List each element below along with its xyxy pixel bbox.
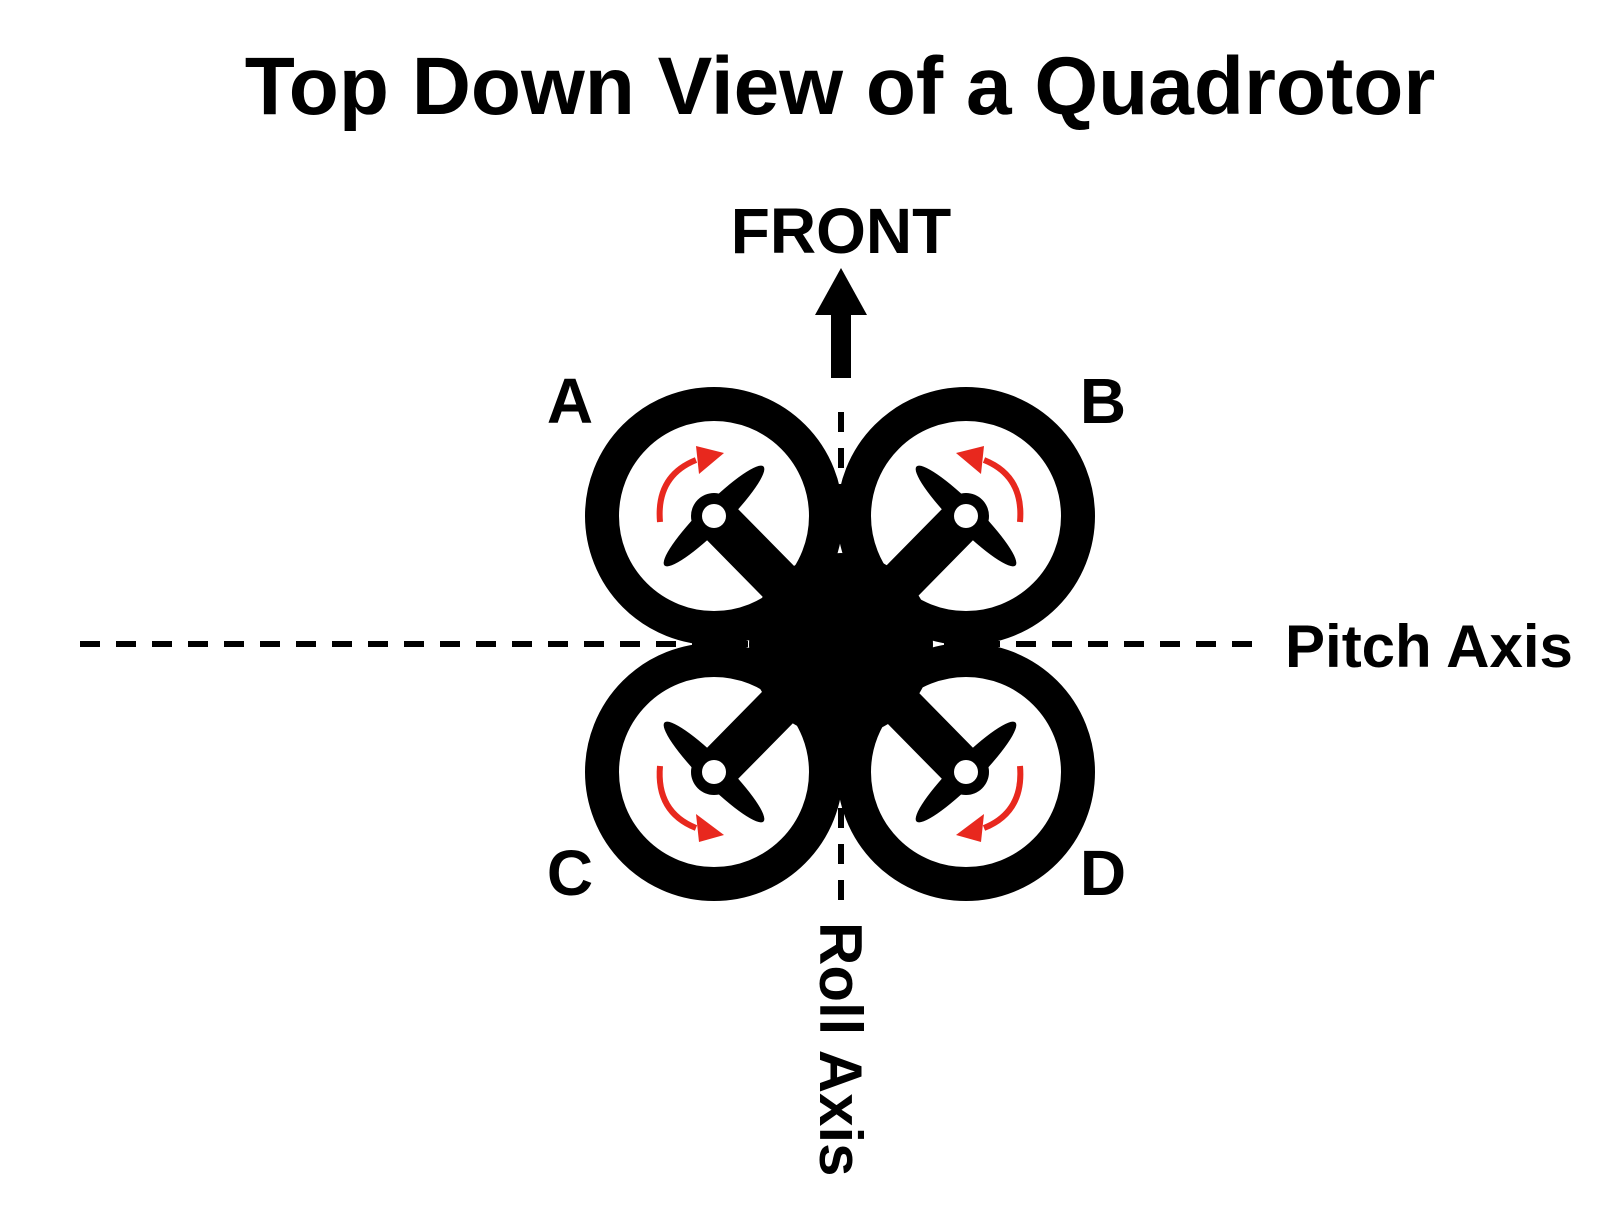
propeller-icon [663,465,821,623]
rotor-d [837,643,1095,901]
front-label: FRONT [731,195,951,267]
propeller-icon [859,665,1017,823]
counterclockwise-arrow-icon [656,765,724,842]
propeller-icon [663,665,821,823]
rotor-label-a: A [547,365,593,437]
clockwise-arrow-icon [956,765,1024,842]
rotor-a [585,387,843,645]
propeller-icon [859,465,1017,623]
diagram-title: Top Down View of a Quadrotor [245,41,1436,132]
front-arrow [815,268,867,378]
pitch-axis-label: Pitch Axis [1285,613,1573,680]
rotor-label-c: C [547,837,593,909]
clockwise-arrow-icon [656,446,724,523]
rotor-label-d: D [1080,837,1126,909]
rotor-label-b: B [1080,365,1126,437]
rotor-c [585,643,843,901]
rotor-b [837,387,1095,645]
roll-axis-label: Roll Axis [807,922,874,1177]
counterclockwise-arrow-icon [956,446,1024,523]
